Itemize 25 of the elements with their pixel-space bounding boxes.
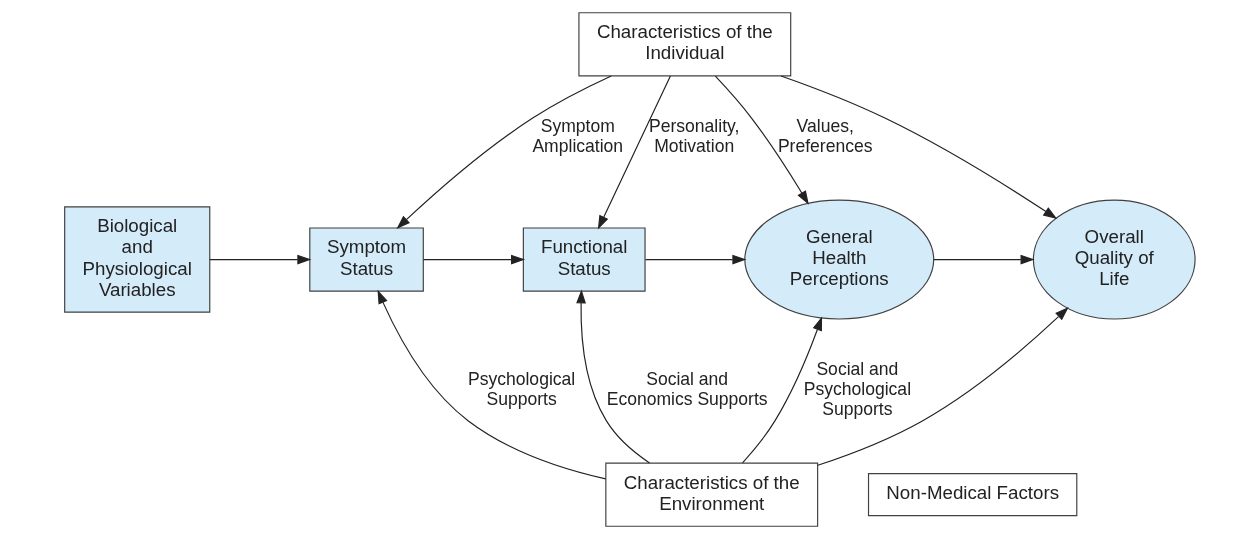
node-ellipse: General Health Perceptions — [744, 199, 935, 320]
node-box: Characteristics of the Environment — [605, 462, 819, 527]
edge-label: Values, Preferences — [777, 116, 873, 157]
edge-label: Personality, Motivation — [648, 116, 740, 157]
arrow — [209, 254, 312, 265]
arrow — [741, 316, 823, 464]
node-box: Functional Status — [522, 227, 646, 292]
arrow — [396, 75, 612, 230]
edge-label: Symptom Amplication — [532, 116, 624, 157]
node-box: Biological and Physiological Variables — [64, 206, 211, 313]
arrow — [576, 289, 651, 464]
edge-label: Social and Economics Supports — [606, 369, 768, 410]
node-box: Characteristics of the Individual — [578, 12, 792, 77]
edge-label: Psychological Supports — [467, 369, 576, 410]
arrow — [377, 289, 607, 480]
node-box: Symptom Status — [309, 227, 424, 292]
arrow — [714, 75, 809, 205]
node-box: Non-Medical Factors — [867, 473, 1078, 517]
arrow — [422, 254, 526, 265]
arrow — [780, 75, 1058, 220]
arrow — [817, 307, 1069, 466]
arrow — [933, 254, 1035, 265]
arrow — [597, 75, 671, 230]
arrow — [644, 254, 747, 265]
edge-label: Social and Psychological Supports — [803, 359, 912, 420]
